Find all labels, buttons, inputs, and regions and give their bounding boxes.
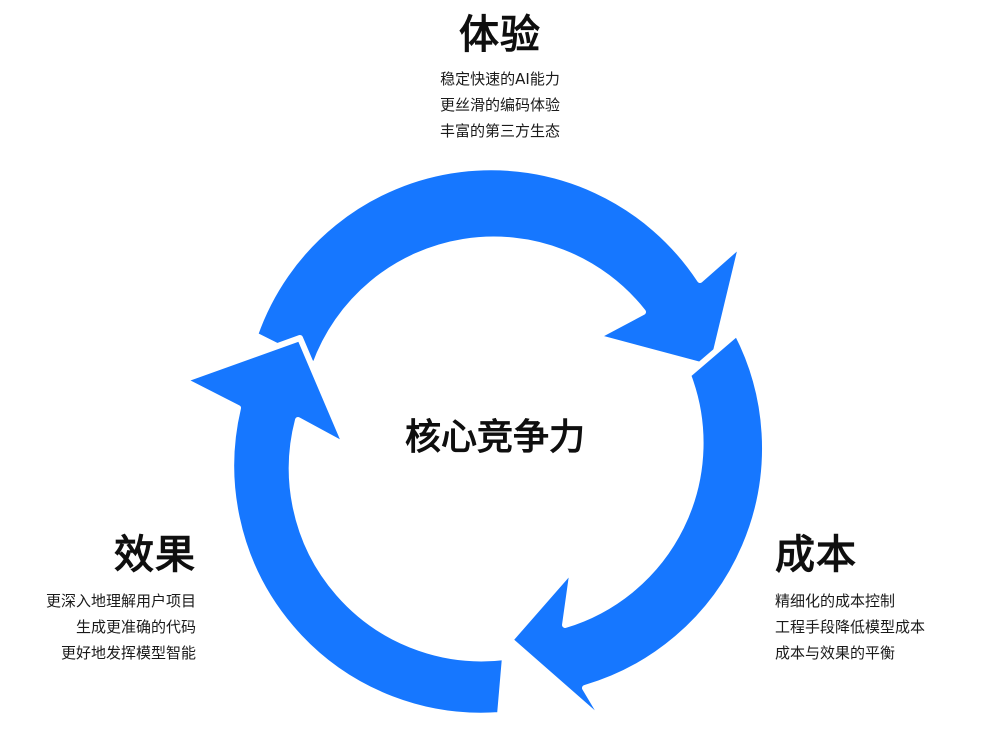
segment-experience: 体验 稳定快速的AI能力 更丝滑的编码体验 丰富的第三方生态: [390, 12, 610, 144]
segment-title: 效果: [114, 532, 196, 578]
cycle-arrow-right: [507, 330, 769, 728]
segment-line: 更好地发挥模型智能: [60, 644, 196, 662]
segment-line: 生成更准确的代码: [75, 618, 196, 636]
segment-line: 精细化的成本控制: [775, 592, 896, 610]
segment-lines: 稳定快速的AI能力 更丝滑的编码体验 丰富的第三方生态: [390, 66, 610, 144]
cycle-arrow-top: [252, 164, 745, 371]
segment-lines: 更深入地理解用户项目 生成更准确的代码 更好地发挥模型智能: [6, 588, 196, 666]
cycle-arrow-left: [180, 335, 508, 719]
segment-lines: 精细化的成本控制 工程手段降低模型成本 成本与效果的平衡: [775, 588, 975, 666]
segment-line: 稳定快速的AI能力: [440, 70, 560, 88]
segment-title: 体验: [459, 12, 541, 58]
segment-effect: 效果 更深入地理解用户项目 生成更准确的代码 更好地发挥模型智能: [6, 532, 196, 666]
segment-line: 更丝滑的编码体验: [439, 96, 560, 114]
segment-cost: 成本 精细化的成本控制 工程手段降低模型成本 成本与效果的平衡: [775, 532, 975, 666]
segment-title: 成本: [775, 532, 857, 578]
center-label: 核心竞争力: [404, 417, 585, 458]
segment-line: 成本与效果的平衡: [775, 644, 896, 662]
segment-line: 丰富的第三方生态: [439, 122, 560, 140]
segment-line: 更深入地理解用户项目: [45, 592, 196, 610]
segment-line: 工程手段降低模型成本: [775, 618, 926, 636]
